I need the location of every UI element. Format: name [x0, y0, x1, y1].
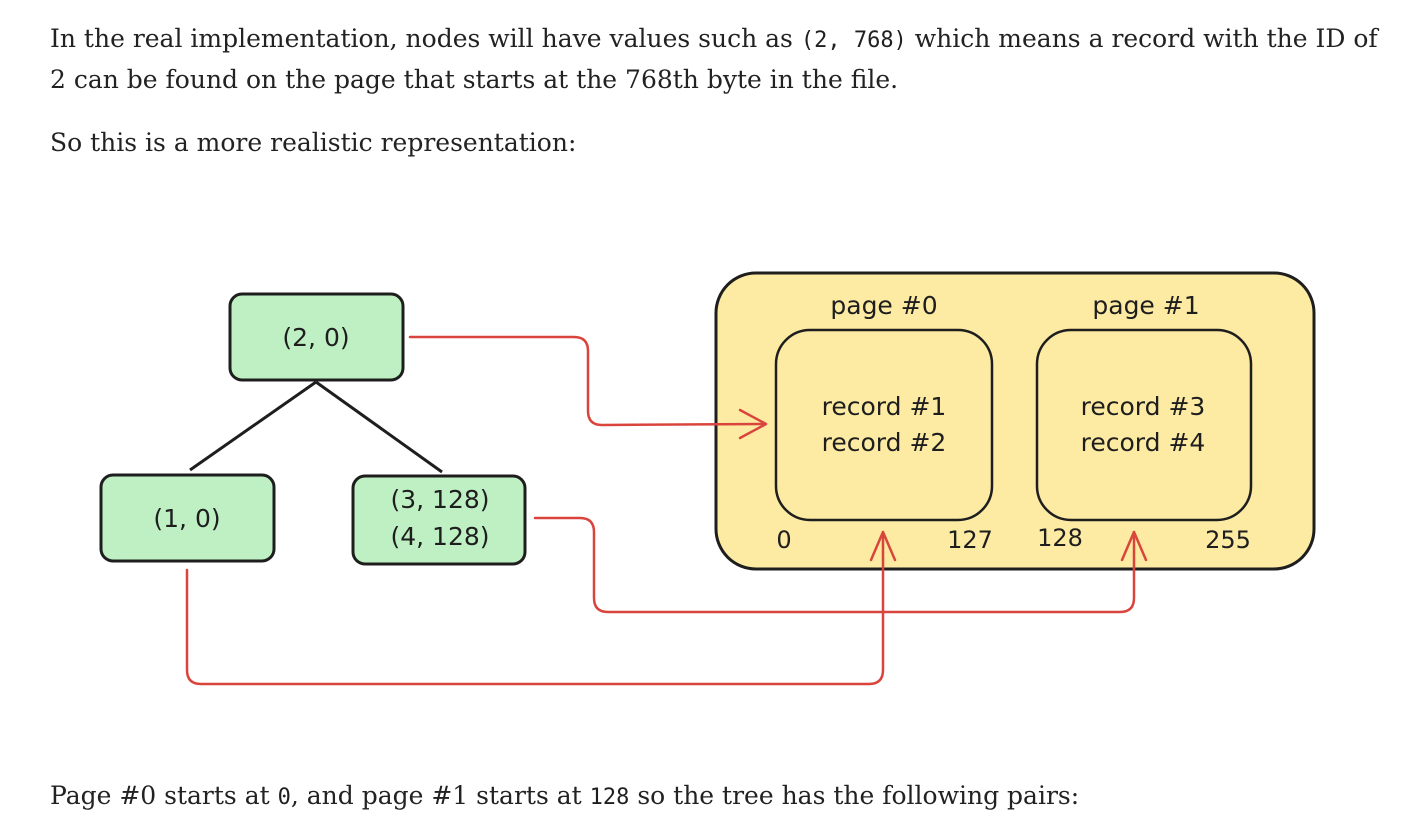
lead-in-paragraph: So this is a more realistic representati… [50, 128, 577, 157]
right-leaf-node [351, 474, 527, 566]
arrow-right-leaf-to-offset-128 [533, 516, 1136, 614]
page-0-record-1: record #1 [822, 392, 947, 421]
btree-page-diagram: (2, 0) (1, 0) (3, 128) (4, 128) page #0 … [99, 271, 1316, 686]
file-container [714, 271, 1316, 571]
arrowhead-offset-128 [1120, 530, 1148, 562]
page-0-start-offset: 0 [776, 526, 791, 554]
summary-text-1: Page #0 starts at [50, 781, 278, 810]
intro-paragraph: In the real implementation, nodes will h… [50, 19, 1400, 99]
right-leaf-label-line2: (4, 128) [390, 522, 489, 551]
intro-text-end: which means a record with the ID of 2 ca… [50, 24, 1378, 94]
page-1-end-offset: 255 [1205, 526, 1251, 554]
inline-code-pair: (2, 768) [800, 28, 907, 53]
page-1-title: page #1 [1092, 291, 1199, 320]
summary-paragraph: Page #0 starts at 0, and page #1 starts … [50, 776, 1079, 817]
right-leaf-label-line1: (3, 128) [390, 485, 489, 514]
page-0-end-offset: 127 [947, 526, 993, 554]
edge-root-right [315, 380, 443, 474]
arrow-left-leaf-to-offset-0 [185, 530, 885, 686]
page-1-record-1: record #3 [1081, 392, 1206, 421]
inline-code-offset-0: 0 [277, 785, 291, 810]
edge-root-left [189, 380, 317, 472]
arrow-root-to-page0 [408, 335, 766, 427]
root-node-label: (2, 0) [282, 323, 349, 352]
root-node [228, 292, 405, 382]
page-0-record-2: record #2 [822, 428, 947, 457]
arrowhead-offset-0 [869, 530, 897, 562]
page-0-title: page #0 [830, 291, 937, 320]
page-1-record-2: record #4 [1081, 428, 1206, 457]
page-1-box [1035, 328, 1253, 522]
pointer-arrows [185, 335, 1148, 686]
summary-text-2: , and page #1 starts at [290, 781, 590, 810]
left-leaf-node [99, 473, 276, 563]
arrowhead-root-to-page0 [738, 408, 768, 440]
intro-text-start: In the real implementation, nodes will h… [50, 24, 801, 53]
left-leaf-label: (1, 0) [153, 504, 220, 533]
page-0-box [774, 328, 994, 522]
page-1-start-offset: 128 [1037, 524, 1083, 552]
summary-text-3: so the tree has the following pairs: [629, 781, 1080, 810]
inline-code-offset-128: 128 [589, 785, 630, 810]
